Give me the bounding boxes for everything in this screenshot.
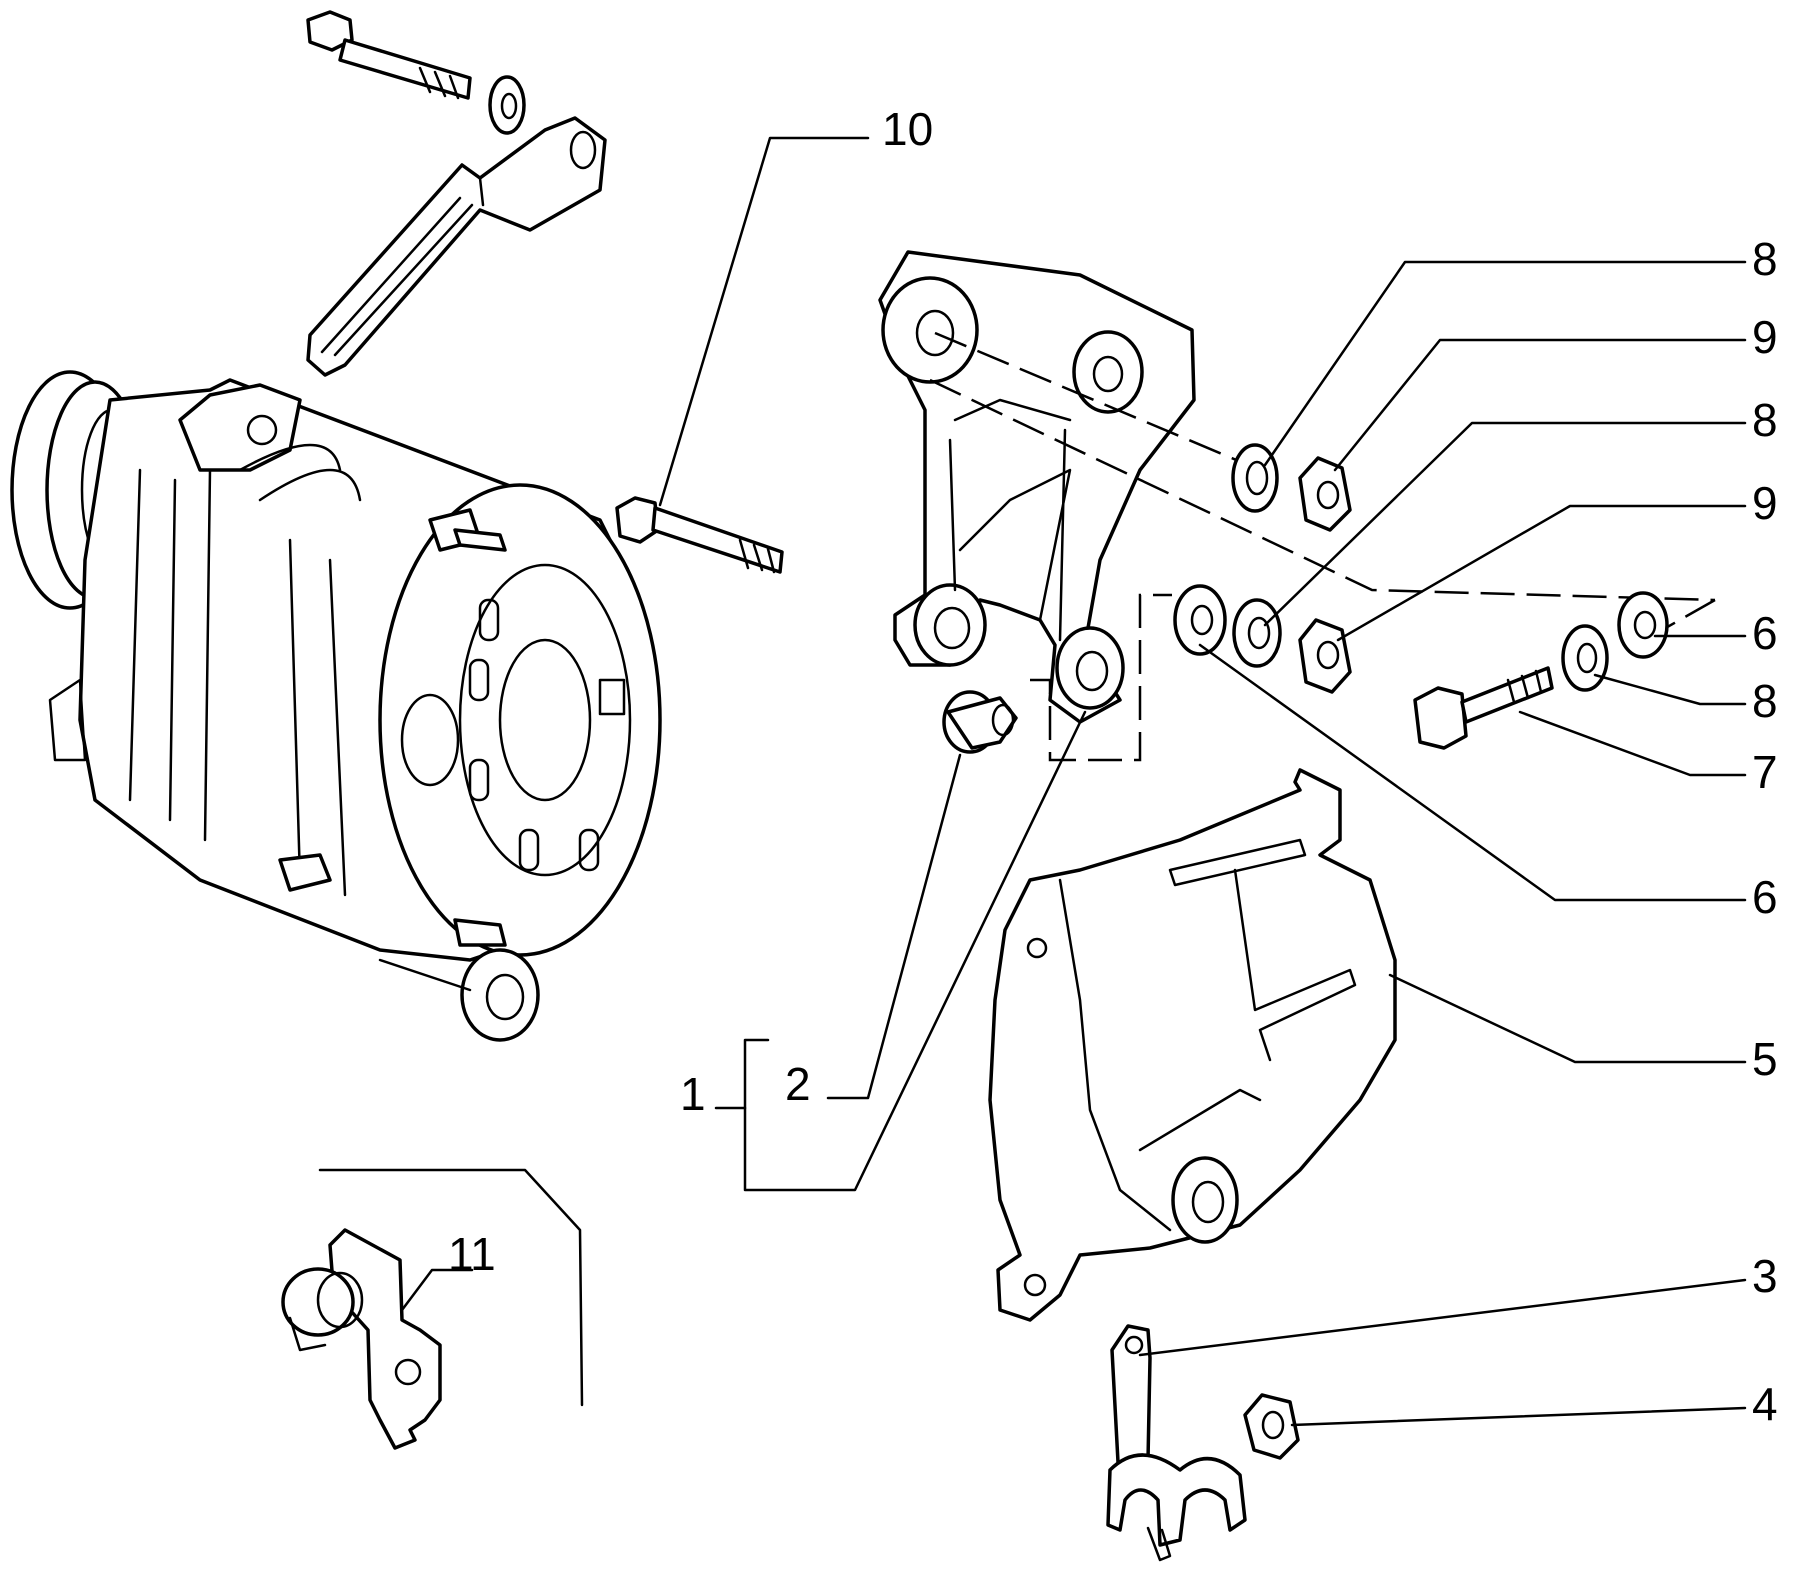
adjuster-link-bracket: [306, 116, 607, 377]
belt-guard-5: [988, 768, 1397, 1322]
callout-6a: 6: [1752, 607, 1778, 659]
leader-9b: [1336, 504, 1747, 642]
leader-7: [1518, 710, 1747, 777]
leader-8b: [1263, 421, 1747, 627]
leader-8c: [1593, 673, 1747, 706]
leader-9a: [1333, 338, 1747, 472]
clip-11: [281, 1228, 442, 1450]
washer-6a: [1617, 591, 1669, 659]
callout-3: 3: [1752, 1250, 1778, 1302]
callout-4: 4: [1752, 1378, 1778, 1430]
spring-washer-8b: [1232, 598, 1282, 668]
callout-2: 2: [785, 1058, 811, 1110]
leader-8a: [1263, 260, 1747, 467]
callout-11: 11: [448, 1228, 496, 1280]
callout-9a: 9: [1752, 311, 1778, 363]
callout-5: 5: [1752, 1033, 1778, 1085]
leader-11: [400, 1268, 474, 1312]
alternator: [10, 370, 662, 1042]
spring-washer-8c: [1561, 624, 1609, 692]
callout-6b: 6: [1752, 871, 1778, 923]
leader-lines: [400, 136, 1747, 1427]
group-1-bracket: [743, 710, 1087, 1192]
bolt-7: [1413, 666, 1554, 750]
adjuster-bolt-top: [306, 10, 472, 100]
callout-7: 7: [1752, 746, 1778, 798]
mounting-bracket: [878, 250, 1196, 724]
leader-5: [1388, 973, 1747, 1064]
leader-3: [1138, 1278, 1747, 1357]
assembly-dash-lines: [929, 331, 1716, 762]
callout-8c: 8: [1752, 675, 1778, 727]
washer-6b: [1173, 584, 1227, 656]
leader-6b: [1198, 643, 1747, 902]
nut-9b: [1298, 618, 1352, 694]
callout-8a: 8: [1752, 233, 1778, 285]
callout-1: 1: [680, 1068, 706, 1120]
washer-top: [488, 75, 526, 135]
bush-2: [942, 690, 1018, 754]
callout-labels: 10 8 9 8 9 6 8 7 6 5 1 2 11 3 4: [448, 103, 1778, 1430]
leader-2: [826, 753, 962, 1100]
callout-10: 10: [882, 103, 933, 155]
bolt-10: [615, 496, 784, 574]
callout-8b: 8: [1752, 394, 1778, 446]
nut-4: [1243, 1393, 1300, 1460]
leader-10: [658, 136, 870, 507]
callout-9b: 9: [1752, 477, 1778, 529]
nut-9a: [1298, 456, 1352, 532]
leader-4: [1290, 1406, 1747, 1427]
spring-washer-8a: [1231, 443, 1279, 513]
inset-frame-lines: [318, 1168, 584, 1407]
hose-clamp-3: [1106, 1324, 1247, 1562]
